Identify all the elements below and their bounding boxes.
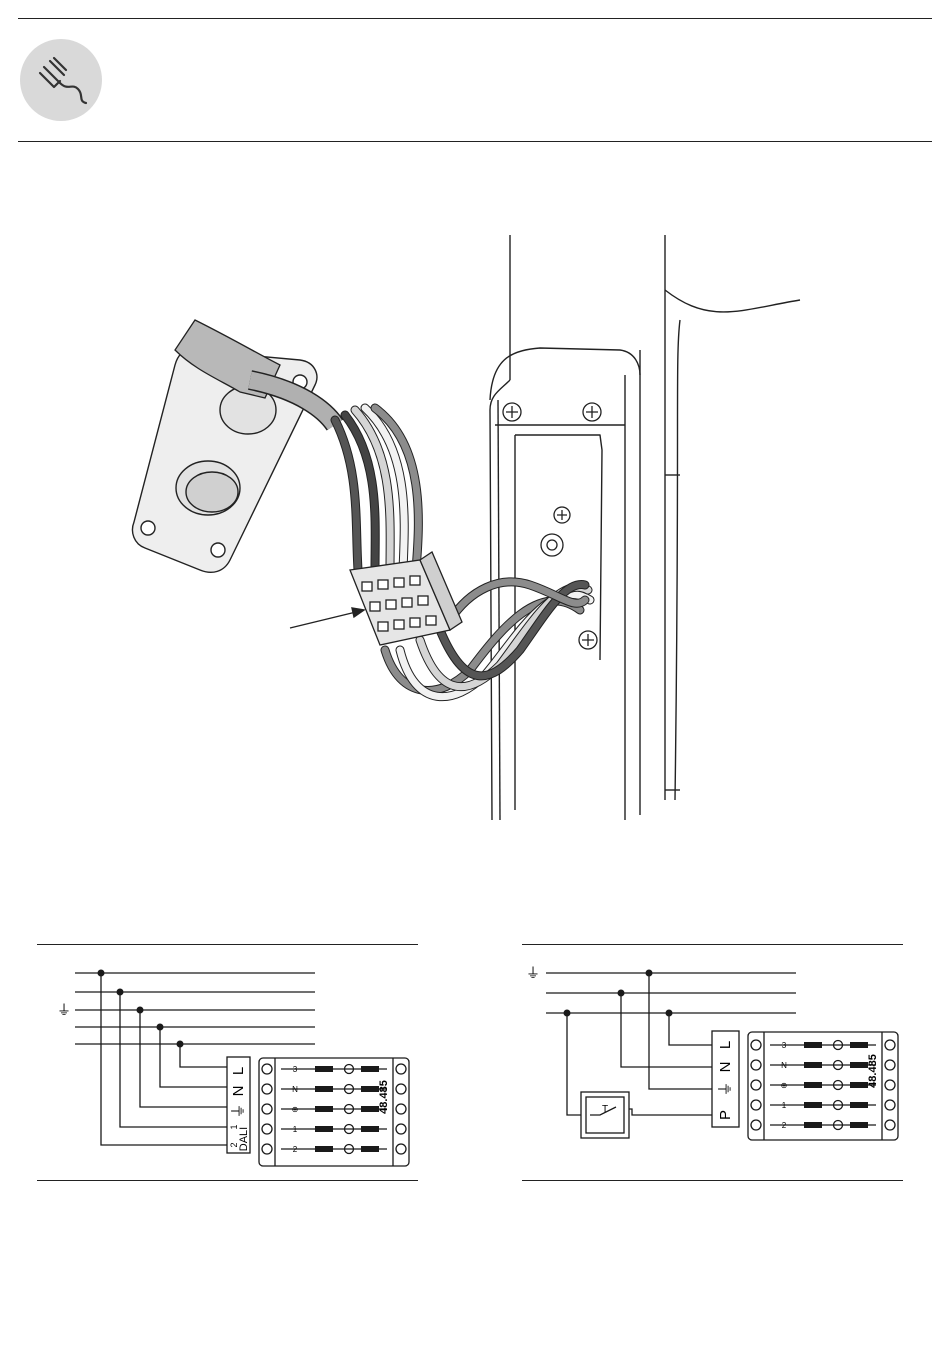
junction-dot bbox=[137, 1007, 144, 1014]
junction-dot bbox=[564, 1010, 571, 1017]
earth-symbol: ⏚ bbox=[57, 1002, 71, 1018]
installation-illustration bbox=[120, 230, 820, 830]
wiring-diagram-dali: ⏚ L N ⏚ 1 2 DALI 3 N ⊕ 1 2 48.485 bbox=[37, 955, 418, 1175]
junction-dot bbox=[666, 1010, 673, 1017]
terminal-number: N bbox=[292, 1085, 298, 1094]
left-diagram-top-rule bbox=[37, 944, 418, 945]
terminal-number: 2 bbox=[782, 1121, 787, 1130]
terminal-number: 3 bbox=[782, 1041, 787, 1050]
connector-label-n: N bbox=[717, 1062, 734, 1073]
switch-label: T bbox=[602, 1104, 608, 1115]
header-bottom-rule bbox=[18, 141, 932, 142]
connector-label-earth: ⏚ bbox=[230, 1103, 247, 1118]
part-number: 48.485 bbox=[378, 1080, 390, 1114]
right-diagram-top-rule bbox=[522, 944, 903, 945]
plug-cable-icon bbox=[20, 39, 102, 121]
terminal-number: 2 bbox=[293, 1145, 298, 1154]
terminal-number: ⊕ bbox=[781, 1081, 788, 1090]
junction-dot bbox=[177, 1041, 184, 1048]
connector-label-p: P bbox=[717, 1110, 734, 1120]
terminal-number: N bbox=[781, 1061, 787, 1070]
junction-dot bbox=[618, 990, 625, 997]
junction-dot bbox=[98, 970, 105, 977]
terminal-number: 1 bbox=[293, 1125, 298, 1134]
terminal-number: ⊕ bbox=[292, 1105, 299, 1114]
connector-label-earth: ⏚ bbox=[717, 1081, 734, 1096]
connector-label-l: L bbox=[717, 1041, 734, 1049]
connector-label-n: N bbox=[230, 1086, 247, 1097]
dali-label: DALI bbox=[238, 1127, 250, 1151]
terminal-number: 1 bbox=[782, 1101, 787, 1110]
earth-symbol: ⏚ bbox=[526, 965, 540, 981]
junction-dot bbox=[646, 970, 653, 977]
connector-label-l: L bbox=[230, 1067, 247, 1075]
terminal-number: 3 bbox=[293, 1065, 298, 1074]
electrical-badge bbox=[20, 39, 102, 121]
part-number: 48.485 bbox=[867, 1054, 879, 1088]
left-diagram-bottom-rule bbox=[37, 1180, 418, 1181]
right-diagram-bottom-rule bbox=[522, 1180, 903, 1181]
header-top-rule bbox=[18, 18, 932, 19]
wago-connector bbox=[350, 552, 462, 645]
junction-dot bbox=[117, 989, 124, 996]
switch-box bbox=[581, 1092, 629, 1138]
profile-outline bbox=[510, 235, 665, 800]
junction-dot bbox=[157, 1024, 164, 1031]
wiring-diagram-switch: ⏚ T L N ⏚ P 3 N ⊕ 1 2 48.485 bbox=[522, 955, 903, 1175]
connector-arrow bbox=[290, 608, 364, 628]
